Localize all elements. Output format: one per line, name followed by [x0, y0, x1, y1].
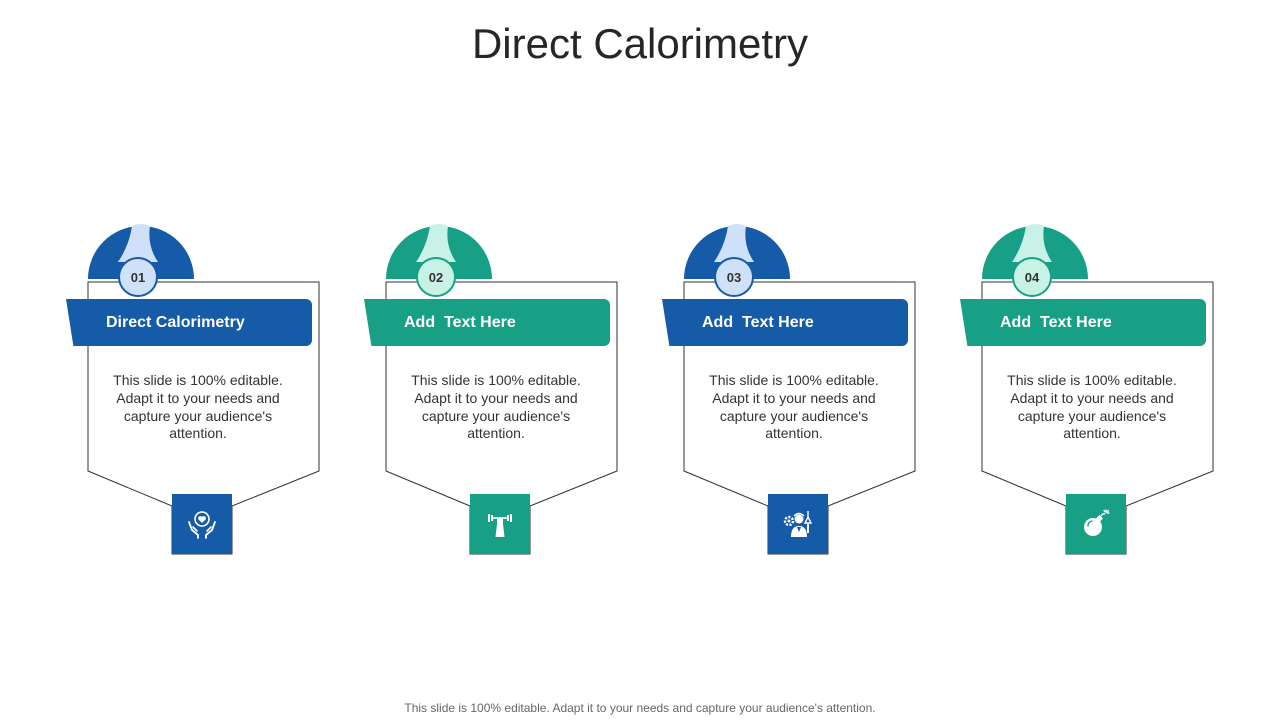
icon-box [470, 494, 530, 554]
card-description: This slide is 100% editable. Adapt it to… [709, 372, 879, 442]
step-number-badge: 02 [416, 257, 456, 297]
card-heading: Add Text Here [960, 299, 1206, 346]
card-1: 01 Direct Calorimetry This slide is 100%… [66, 218, 320, 558]
card-4: 04 Add Text Here This slide is 100% edit… [960, 218, 1214, 558]
bomb-icon [1084, 509, 1110, 536]
hands-heart-icon [188, 511, 216, 539]
card-frame [385, 224, 618, 555]
icon-box [1066, 494, 1126, 554]
card-description: This slide is 100% editable. Adapt it to… [113, 372, 283, 442]
footer-note: This slide is 100% editable. Adapt it to… [404, 701, 876, 715]
step-number-badge: 04 [1012, 257, 1052, 297]
card-heading: Add Text Here [364, 299, 610, 346]
card-2: 02 Add Text Here This slide is 100% edit… [364, 218, 618, 558]
badge-stem [1012, 224, 1052, 262]
badge-stem [714, 224, 754, 262]
step-number-badge: 03 [714, 257, 754, 297]
icon-box [768, 494, 828, 554]
scientist-icon [783, 511, 813, 537]
card-heading: Direct Calorimetry [66, 299, 312, 346]
card-frame [683, 224, 916, 555]
weightlifting-icon [488, 514, 512, 537]
step-number-badge: 01 [118, 257, 158, 297]
card-frame [981, 224, 1214, 555]
card-heading: Add Text Here [662, 299, 908, 346]
badge-stem [118, 224, 158, 262]
icon-box [172, 494, 232, 554]
card-description: This slide is 100% editable. Adapt it to… [411, 372, 581, 442]
card-frame [87, 224, 320, 555]
card-description: This slide is 100% editable. Adapt it to… [1007, 372, 1177, 442]
badge-stem [416, 224, 456, 262]
card-3: 03 Add Text Here This slide is 100% edit… [662, 218, 916, 558]
page-title: Direct Calorimetry [471, 20, 809, 67]
